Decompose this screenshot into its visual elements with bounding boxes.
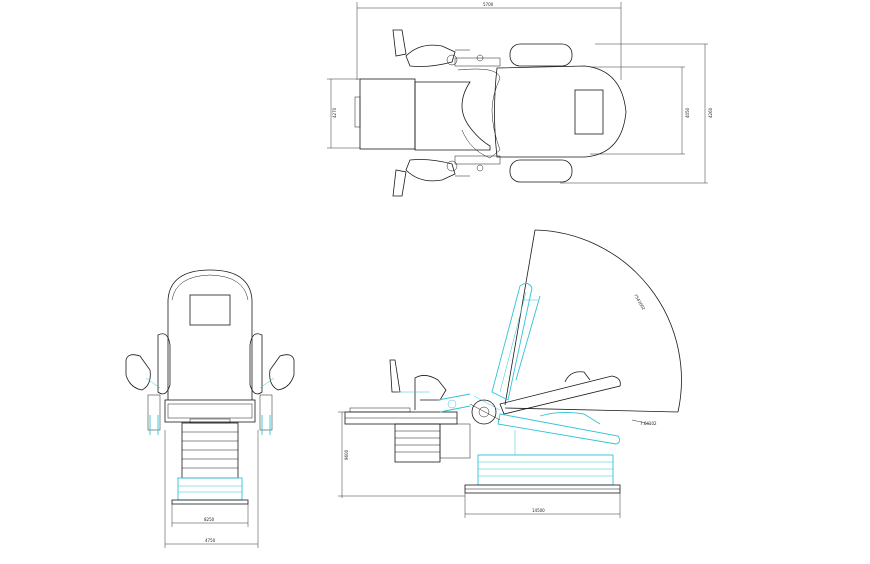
top-height-inner-label: 4050 (685, 107, 690, 118)
top-height-outer-label: 4260 (708, 107, 713, 118)
top-width-label: 5700 (483, 2, 494, 7)
side-dimensions: 9600 14500 (338, 411, 621, 518)
front-dimensions: 8250 4750 (164, 430, 259, 548)
top-left-height-label: 4270 (332, 107, 337, 118)
top-left-dimension: 4270 (327, 78, 360, 149)
top-height-dimensions: 4260 4050 (560, 43, 713, 184)
top-view: 5700 4260 4050 4270 (327, 2, 713, 197)
side-arc-label: 7543002 (633, 293, 646, 311)
side-base-width-label: 14500 (532, 508, 545, 513)
front-view: 8250 4750 (125, 269, 295, 548)
front-overall-width-label: 4750 (205, 538, 216, 543)
front-base-width-label: 8250 (204, 517, 215, 522)
top-width-dimension: 5700 (356, 2, 622, 80)
side-view: 7543002 7.64102 (338, 229, 682, 518)
side-height-label: 9600 (344, 449, 349, 460)
